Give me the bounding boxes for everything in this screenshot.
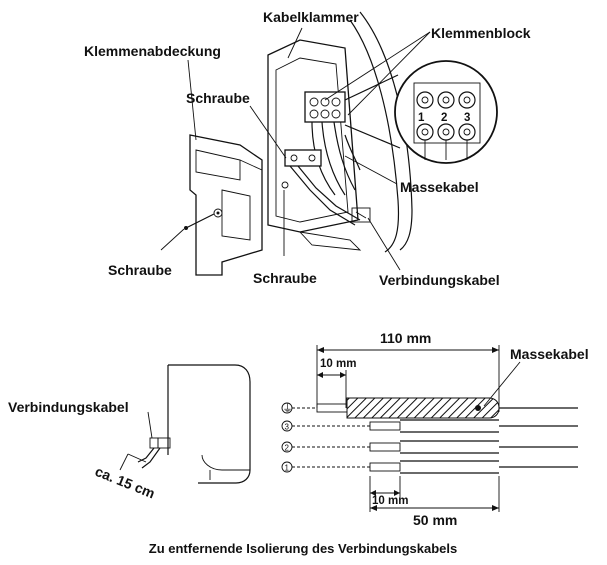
terminal-cover-assembly xyxy=(184,134,263,276)
unit-side-view xyxy=(119,364,251,484)
label-schraube-left: Schraube xyxy=(108,262,172,278)
wire-marker-1: 1 xyxy=(285,464,290,473)
label-kabelklammer: Kabelklammer xyxy=(263,9,359,25)
label-massekabel-bottom: Massekabel xyxy=(510,346,589,362)
label-ca-15cm: ca. 15 cm xyxy=(93,463,157,501)
wire-marker-3: 3 xyxy=(285,423,290,432)
label-schraube-top: Schraube xyxy=(186,90,250,106)
cable-stripping-diagram: ⏚ 3 2 1 xyxy=(281,345,578,512)
label-schraube-center: Schraube xyxy=(253,270,317,286)
terminal-block-zoom: 1 2 3 xyxy=(344,60,498,164)
dimension-110mm: 110 mm xyxy=(380,330,431,346)
ground-symbol-icon: ⏚ xyxy=(283,403,293,415)
terminal-number-2: 2 xyxy=(441,112,447,124)
label-klemmenblock: Klemmenblock xyxy=(431,25,531,41)
cable-clamp xyxy=(281,149,361,226)
caption: Zu entfernende Isolierung des Verbindung… xyxy=(149,541,457,556)
dimension-50mm: 50 mm xyxy=(413,512,457,528)
label-verbindungskabel-top: Verbindungskabel xyxy=(379,272,500,288)
leader-lines xyxy=(160,27,431,271)
terminal-number-1: 1 xyxy=(418,112,425,124)
terminal-block xyxy=(304,91,361,196)
label-verbindungskabel-left: Verbindungskabel xyxy=(8,399,129,415)
dimension-10mm-bottom: 10 mm xyxy=(372,495,408,507)
label-klemmenabdeckung: Klemmenabdeckung xyxy=(84,43,221,59)
dimension-10mm-top: 10 mm xyxy=(320,358,356,370)
wire-marker-2: 2 xyxy=(285,444,290,453)
label-massekabel-top: Massekabel xyxy=(400,179,479,195)
terminal-number-3: 3 xyxy=(464,112,470,124)
